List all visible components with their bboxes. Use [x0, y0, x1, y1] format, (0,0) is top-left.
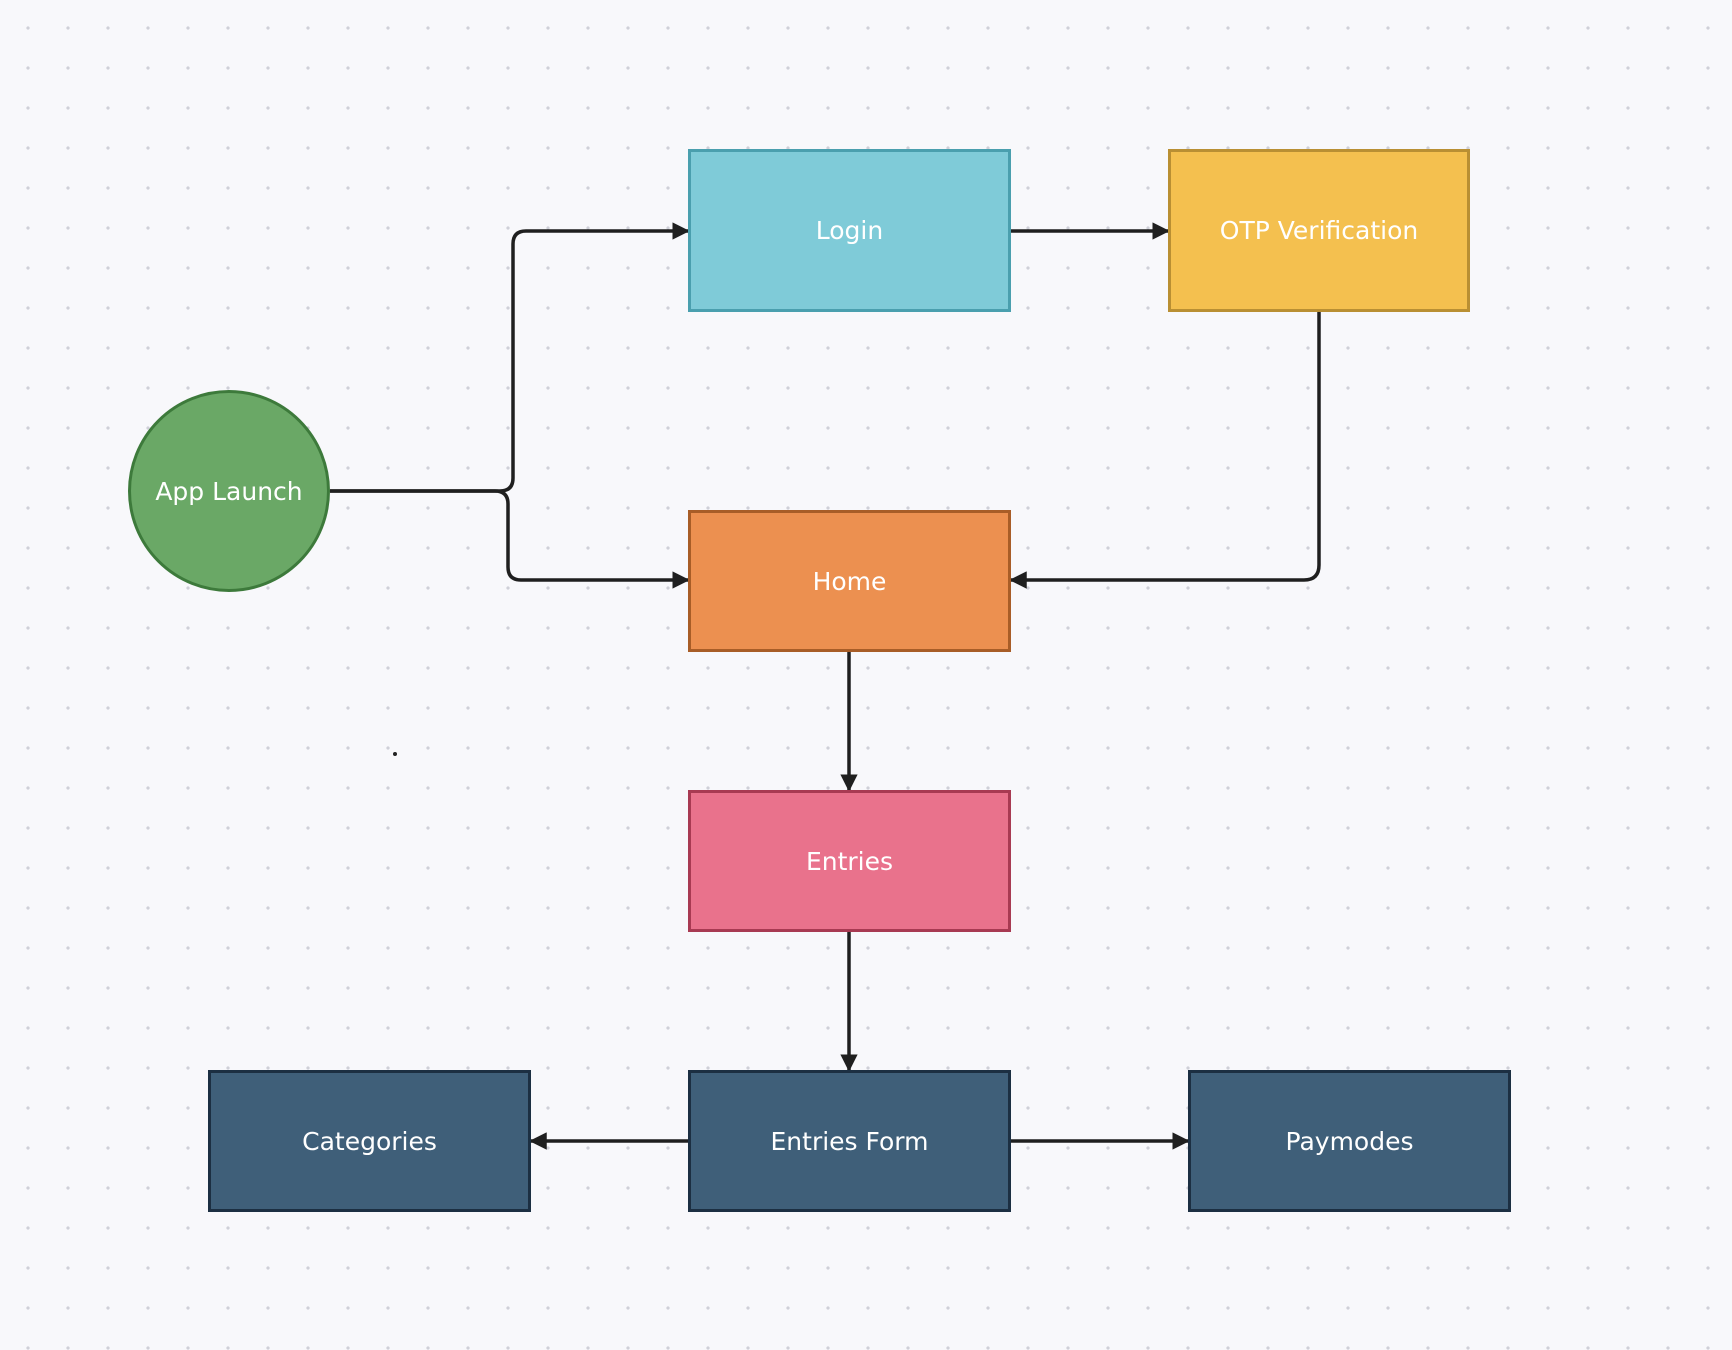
- stray-dot-mark: [393, 752, 397, 756]
- node-paymodes[interactable]: Paymodes: [1188, 1070, 1511, 1212]
- node-app-launch-label: App Launch: [155, 476, 303, 506]
- node-entries-form[interactable]: Entries Form: [688, 1070, 1011, 1212]
- node-login[interactable]: Login: [688, 149, 1011, 312]
- node-home-label: Home: [812, 566, 887, 596]
- node-entries[interactable]: Entries: [688, 790, 1011, 932]
- node-home[interactable]: Home: [688, 510, 1011, 652]
- node-otp-verification-label: OTP Verification: [1219, 216, 1419, 245]
- edge-app-launch-to-login[interactable]: [330, 222, 690, 493]
- edge-otp-verification-to-home[interactable]: [1009, 312, 1321, 589]
- node-entries-label: Entries: [805, 846, 894, 876]
- node-app-launch[interactable]: App Launch: [128, 390, 330, 592]
- node-login-label: Login: [815, 216, 884, 245]
- node-categories[interactable]: Categories: [208, 1070, 531, 1212]
- edge-app-launch-to-home[interactable]: [330, 489, 690, 589]
- node-paymodes-label: Paymodes: [1285, 1126, 1414, 1156]
- node-otp-verification[interactable]: OTP Verification: [1168, 149, 1470, 312]
- node-categories-label: Categories: [302, 1126, 437, 1156]
- node-entries-form-label: Entries Form: [770, 1126, 929, 1156]
